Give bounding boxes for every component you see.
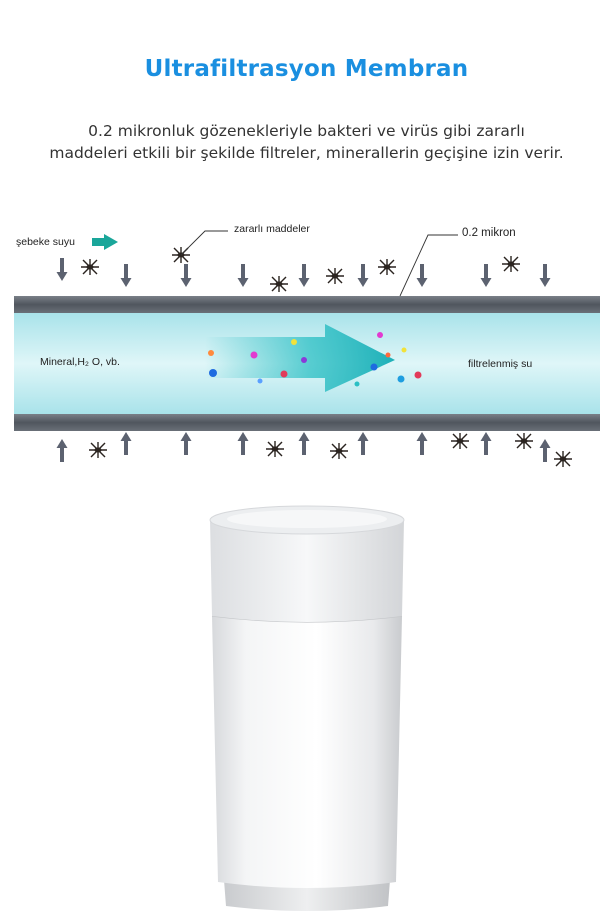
water-in-label: şebeke suyu [16,236,75,248]
mineral-dots [208,332,422,387]
top-membrane [14,296,600,313]
filtered-label: filtrelenmiş su [468,358,533,370]
description-line-1: 0.2 mikronluk gözenekleriyle bakteri ve … [88,122,525,140]
membrane-diagram [0,200,613,480]
cartridge-filter [209,505,405,911]
inlet-arrow-icon [92,234,118,250]
bottom-membrane [14,414,600,431]
micron-leader-line [399,234,458,297]
description: 0.2 mikronluk gözenekleriyle bakteri ve … [0,120,613,164]
harmful-leader-line [180,230,228,256]
mineral-label: Mineral,H₂ O, vb. [40,356,120,368]
micron-label: 0.2 mikron [462,227,516,239]
description-line-2: maddeleri etkili bir şekilde filtreler, … [49,144,564,162]
page-title: Ultrafiltrasyon Membran [144,56,469,82]
flow-arrow-icon [205,324,395,392]
harmful-label: zararlı maddeler [234,223,310,235]
